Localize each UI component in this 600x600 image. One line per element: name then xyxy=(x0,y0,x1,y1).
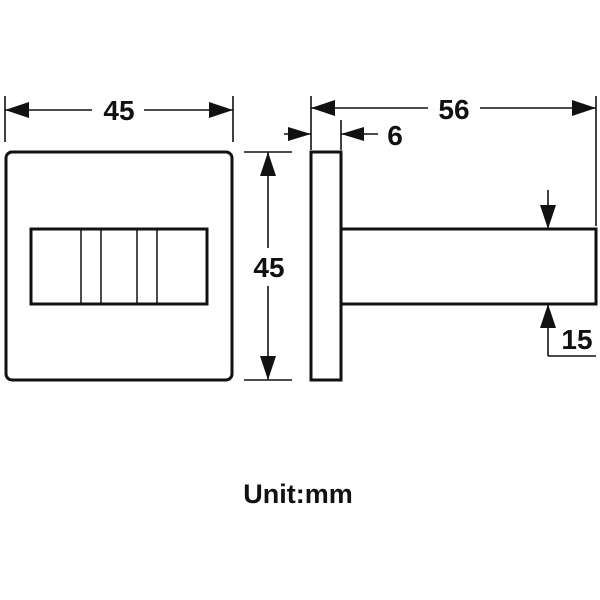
arrowhead xyxy=(572,100,596,116)
front-bar-outline xyxy=(29,227,209,306)
side-plate-outline xyxy=(309,150,343,382)
arrowhead xyxy=(341,127,364,141)
side-depth-label: 56 xyxy=(438,94,469,125)
arrowhead xyxy=(260,152,276,176)
side-view xyxy=(309,150,598,382)
unit-label: Unit:mm xyxy=(243,479,353,509)
arrowhead xyxy=(540,304,556,328)
arrowhead xyxy=(209,102,233,118)
side-depth-dimension: 56 xyxy=(310,90,597,226)
front-view xyxy=(4,150,234,382)
plate-thickness-label: 6 xyxy=(387,120,403,151)
bar-size-dimension: 15 xyxy=(540,190,596,357)
arrowhead xyxy=(540,205,556,229)
side-bar-outline xyxy=(341,227,598,306)
front-width-label: 45 xyxy=(103,95,134,126)
front-width-dimension: 45 xyxy=(4,92,234,142)
arrowhead xyxy=(260,356,276,380)
front-plate-outline xyxy=(4,150,234,382)
plate-thickness-dimension: 6 xyxy=(284,120,403,151)
arrowhead xyxy=(311,100,335,116)
arrowhead xyxy=(288,127,311,141)
front-height-dimension: 45 xyxy=(244,151,292,381)
bar-size-label: 15 xyxy=(561,324,592,355)
arrowhead xyxy=(5,102,29,118)
front-height-label: 45 xyxy=(253,252,284,283)
